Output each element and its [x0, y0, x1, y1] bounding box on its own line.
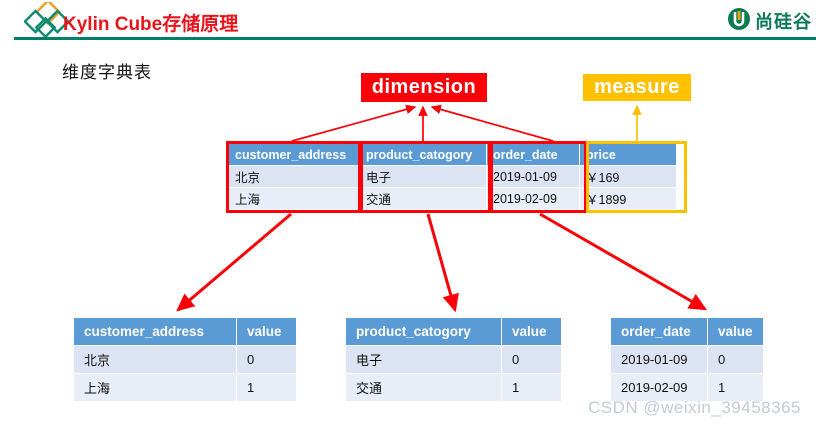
page-title: Kylin Cube存储原理 [63, 14, 239, 35]
table-row: 交通 1 [345, 373, 562, 402]
table-row: 北京 0 [73, 345, 297, 374]
dict-col-value: value [707, 317, 764, 346]
slide-header: Kylin Cube存储原理 尚硅谷 [0, 0, 830, 44]
dict-col-key: order_date [610, 317, 708, 346]
shangguigu-logo: 尚硅谷 [727, 7, 812, 36]
fact-cell: 上海 [228, 187, 360, 210]
fact-cell: 电子 [359, 165, 487, 188]
table-row: 2019-01-09 0 [610, 345, 764, 374]
fact-cell: ￥1899 [579, 187, 677, 210]
diamonds-logo-icon [23, 0, 74, 39]
table-row: 北京 电子 2019-01-09 ￥169 [228, 165, 677, 188]
table-row: 上海 1 [73, 373, 297, 402]
fact-cell: ￥169 [579, 165, 677, 188]
section-subtitle: 维度字典表 [62, 63, 152, 82]
fact-col-price: price [579, 143, 677, 166]
dict-col-value: value [236, 317, 297, 346]
dict-cell-value: 0 [236, 345, 297, 374]
dict-table-product-catogory: product_catogory value 电子 0 交通 1 [345, 317, 562, 402]
fact-col-product-catogory: product_catogory [359, 143, 487, 166]
shangguigu-logo-text: 尚硅谷 [755, 12, 812, 32]
dict-cell-key: 上海 [73, 373, 237, 402]
fact-cell: 2019-02-09 [486, 187, 580, 210]
dict-table-order-date: order_date value 2019-01-09 0 2019-02-09… [610, 317, 764, 402]
dict-cell-key: 交通 [345, 373, 502, 402]
table-row: 电子 0 [345, 345, 562, 374]
fact-col-order-date: order_date [486, 143, 580, 166]
dict-cell-value: 1 [236, 373, 297, 402]
fact-cell: 2019-01-09 [486, 165, 580, 188]
callout-measure: measure [583, 74, 691, 101]
fact-cell: 北京 [228, 165, 360, 188]
table-row: 2019-02-09 1 [610, 373, 764, 402]
dict-header-row: product_catogory value [345, 317, 562, 346]
dict-cell-value: 0 [501, 345, 562, 374]
dict-header-row: order_date value [610, 317, 764, 346]
dict-col-key: customer_address [73, 317, 237, 346]
header-divider [14, 37, 816, 40]
dict-cell-key: 2019-02-09 [610, 373, 708, 402]
callout-dimension: dimension [361, 73, 487, 102]
fact-table: customer_address product_catogory order_… [228, 143, 677, 210]
dict-col-value: value [501, 317, 562, 346]
fact-table-header-row: customer_address product_catogory order_… [228, 143, 677, 166]
dict-cell-key: 北京 [73, 345, 237, 374]
u-circle-icon [727, 7, 751, 36]
dict-cell-value: 1 [501, 373, 562, 402]
csdn-watermark: CSDN @weixin_39458365 [588, 398, 801, 417]
dict-header-row: customer_address value [73, 317, 297, 346]
fact-col-customer-address: customer_address [228, 143, 360, 166]
dict-cell-key: 2019-01-09 [610, 345, 708, 374]
fact-cell: 交通 [359, 187, 487, 210]
dict-table-customer-address: customer_address value 北京 0 上海 1 [73, 317, 297, 402]
dict-cell-value: 1 [707, 373, 764, 402]
table-row: 上海 交通 2019-02-09 ￥1899 [228, 187, 677, 210]
dict-cell-key: 电子 [345, 345, 502, 374]
dict-col-key: product_catogory [345, 317, 502, 346]
dict-cell-value: 0 [707, 345, 764, 374]
